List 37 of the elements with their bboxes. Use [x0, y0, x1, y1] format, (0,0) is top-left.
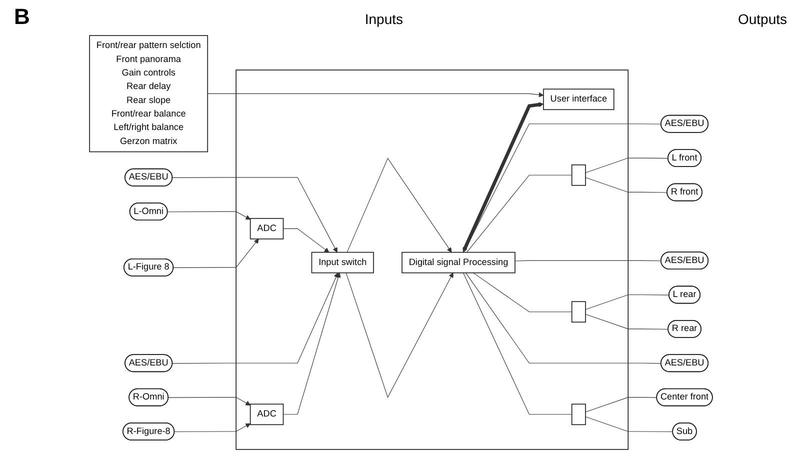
node-box: ADC [249, 404, 284, 426]
connector [584, 177, 668, 193]
connector [584, 314, 668, 330]
connector [464, 272, 661, 364]
connector [514, 260, 661, 262]
connector [462, 272, 572, 415]
connector [584, 397, 657, 412]
arrow [462, 102, 544, 252]
arrow [174, 423, 250, 432]
arrow [172, 177, 337, 253]
connector [462, 124, 661, 253]
arrow [346, 158, 452, 253]
arrow [282, 228, 329, 253]
node-box [570, 164, 586, 186]
connector [472, 272, 572, 312]
arrow [206, 92, 544, 98]
arrow [172, 238, 258, 268]
node-box: Digital signal Processing [401, 252, 515, 274]
connector [584, 294, 669, 310]
arrow [166, 211, 250, 220]
panel-letter: B [14, 4, 30, 30]
arrow [168, 397, 250, 406]
arrow [282, 272, 340, 415]
node-box: User interface [542, 88, 614, 110]
node-box [570, 404, 586, 426]
connector [584, 416, 673, 432]
arrow [345, 272, 453, 398]
column-heading: Outputs [738, 11, 787, 27]
node-box [570, 301, 586, 323]
arrow [172, 272, 338, 364]
node-box: ADC [249, 218, 284, 240]
node-box: Input switch [310, 252, 374, 274]
node-box: Front/rear pattern selction Front panorama Gain controls Rear delay Rear slope Front/rear balance Left/right balance Gerzon matrix [88, 35, 208, 152]
column-heading: Inputs [364, 11, 403, 27]
connector [584, 158, 668, 174]
cluster [235, 70, 628, 450]
connector [466, 174, 572, 253]
